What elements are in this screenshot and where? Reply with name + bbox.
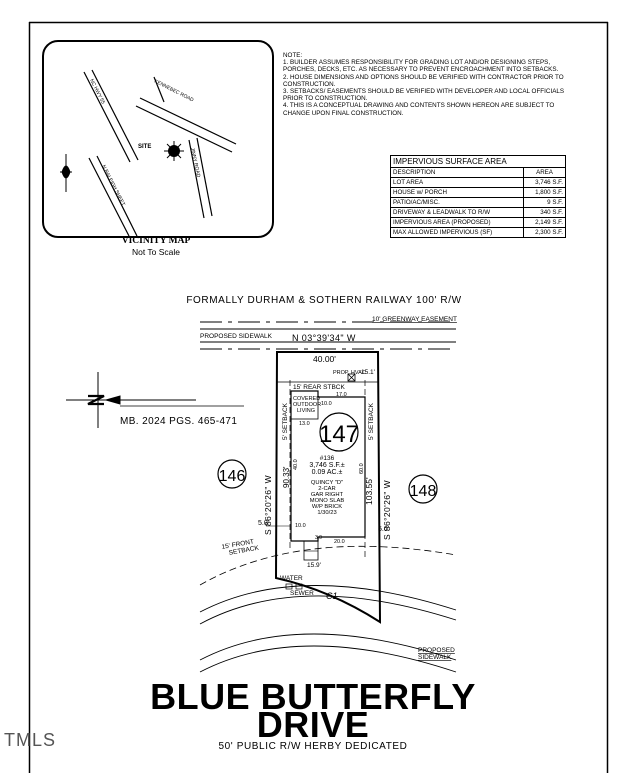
proposed-sidewalk-top-label: PROPOSED SIDEWALK (200, 333, 273, 340)
sewer-label: SEWER (290, 590, 314, 597)
dim-60-0: 60.0 (359, 463, 365, 474)
hvac-label: PROP. HVAC (333, 370, 366, 376)
neighbor-lot-148: 148 (410, 483, 437, 500)
house-date: 1/30/23 (317, 510, 336, 516)
vicinity-map-title: VICINITY MAP (121, 236, 191, 246)
water-label: WATER (280, 575, 303, 582)
note-item: 2. HOUSE DIMENSIONS AND OPTIONS SHOULD B… (283, 73, 564, 88)
north-arrow-icon (66, 372, 196, 428)
dim-5-left: 5.0' (258, 520, 269, 527)
mls-watermark: TMLS (4, 730, 57, 750)
vicinity-map: SITE NC HWY 55 KENNEBEC ROAD JINNY ROAD … (42, 40, 274, 238)
front-setback-label: 15' FRONTSETBACK (221, 538, 260, 558)
note-item: 4. THIS IS A CONCEPTUAL DRAWING AND CONT… (283, 102, 555, 117)
covered-porch (290, 390, 319, 420)
lot-area-ac: 0.09 AC.± (312, 469, 343, 476)
neighbor-lot-148-circle (408, 474, 438, 504)
notes-heading: NOTE: (283, 52, 303, 59)
note-item: 3. SETBACKS/ EASEMENTS SHOULD BE VERIFIE… (283, 88, 565, 103)
dim-15-9: 15.9' (307, 562, 321, 569)
dim-15-1: 15.1' (361, 369, 375, 376)
bearing-right: S 86°20'26" W (382, 480, 392, 540)
bearing-left: S 86°20'26" W (263, 475, 273, 535)
house-garage-side: GAR RIGHT (311, 492, 344, 498)
dim-10-bottom: 10.0 (295, 523, 306, 529)
vicinity-map-subtitle: Not To Scale (131, 247, 181, 257)
lot-id: #136 (320, 455, 335, 462)
left-setback-label: 5' SETBACK (282, 402, 289, 440)
bearing-top-label: N 03°39'34" W (292, 333, 356, 343)
house-brick: W/P BRICK (312, 504, 342, 510)
notes-block: NOTE: 1. BUILDER ASSUMES RESPONSIBILITY … (283, 52, 573, 117)
right-setback-label: 5' SETBACK (368, 402, 375, 440)
dim-90-33: 90.33' (282, 466, 291, 488)
plat-reference: MB. 2024 PGS. 465-471 (120, 416, 237, 427)
lot-number-circle (319, 412, 359, 452)
street-name-line2: DRIVE (256, 704, 370, 745)
dim-40-0: 40.0 (293, 459, 299, 470)
lot-width-top-label: 40.00' (313, 354, 336, 364)
impervious-surface-table: IMPERVIOUS SURFACE AREA DESCRIPTION AREA… (389, 155, 566, 238)
dim-17-0: 17.0 (336, 392, 347, 398)
hvac-pad-icon (347, 373, 356, 382)
site-marker-icon (164, 141, 184, 161)
street-curves (199, 585, 457, 673)
site-label: SITE (138, 144, 151, 150)
driveway (303, 540, 319, 561)
neighbor-lot-146-circle (217, 459, 247, 489)
lot-area-sf: 3,746 S.F.± (309, 462, 345, 469)
table-cell: MAX ALLOWED IMPERVIOUS (SF) (389, 227, 525, 238)
table-row: MAX ALLOWED IMPERVIOUS (SF)2,300 S.F. (389, 227, 566, 238)
lot-boundary (274, 351, 382, 624)
north-label: N (88, 397, 89, 399)
table-cell: 2,300 S.F. (523, 227, 566, 238)
house-garage: 2-CAR (318, 486, 335, 492)
lot-info: #136 3,746 S.F.± 0.09 AC.± QUINCY "D" 2-… (309, 455, 345, 516)
front-setback-line (199, 545, 457, 586)
street-name-line1: BLUE BUTTERFLY (150, 676, 476, 717)
lot-number: 147 (319, 421, 359, 448)
rear-setback-label: 15' REAR STBCK (293, 384, 345, 391)
dim-5-right: 5.0' (378, 526, 389, 533)
house-slab: MONO SLAB (310, 498, 345, 504)
street-dedication: 50' PUBLIC R/W HERBY DEDICATED (218, 741, 408, 752)
dim-20-bottom: 20.0 (334, 539, 345, 545)
greenway-label: 10' GREENWAY EASEMENT (372, 316, 457, 323)
house-model: QUINCY "D" (311, 480, 343, 486)
neighbor-lot-146: 146 (219, 468, 246, 485)
vicinity-north-arrow-icon (60, 154, 72, 192)
dim-10-0-top: 10.0 (321, 401, 332, 407)
dim-13-0: 13.0 (299, 421, 310, 427)
note-item: 1. BUILDER ASSUMES RESPONSIBILITY FOR GR… (283, 59, 559, 74)
dim-3-0: 3.0 (315, 535, 322, 541)
dim-103-55: 103.55' (364, 477, 374, 505)
railway-label: FORMALLY DURHAM & SOTHERN RAILWAY 100' R… (186, 295, 461, 306)
vicinity-map-roads: SITE NC HWY 55 KENNEBEC ROAD JINNY ROAD … (60, 69, 237, 236)
